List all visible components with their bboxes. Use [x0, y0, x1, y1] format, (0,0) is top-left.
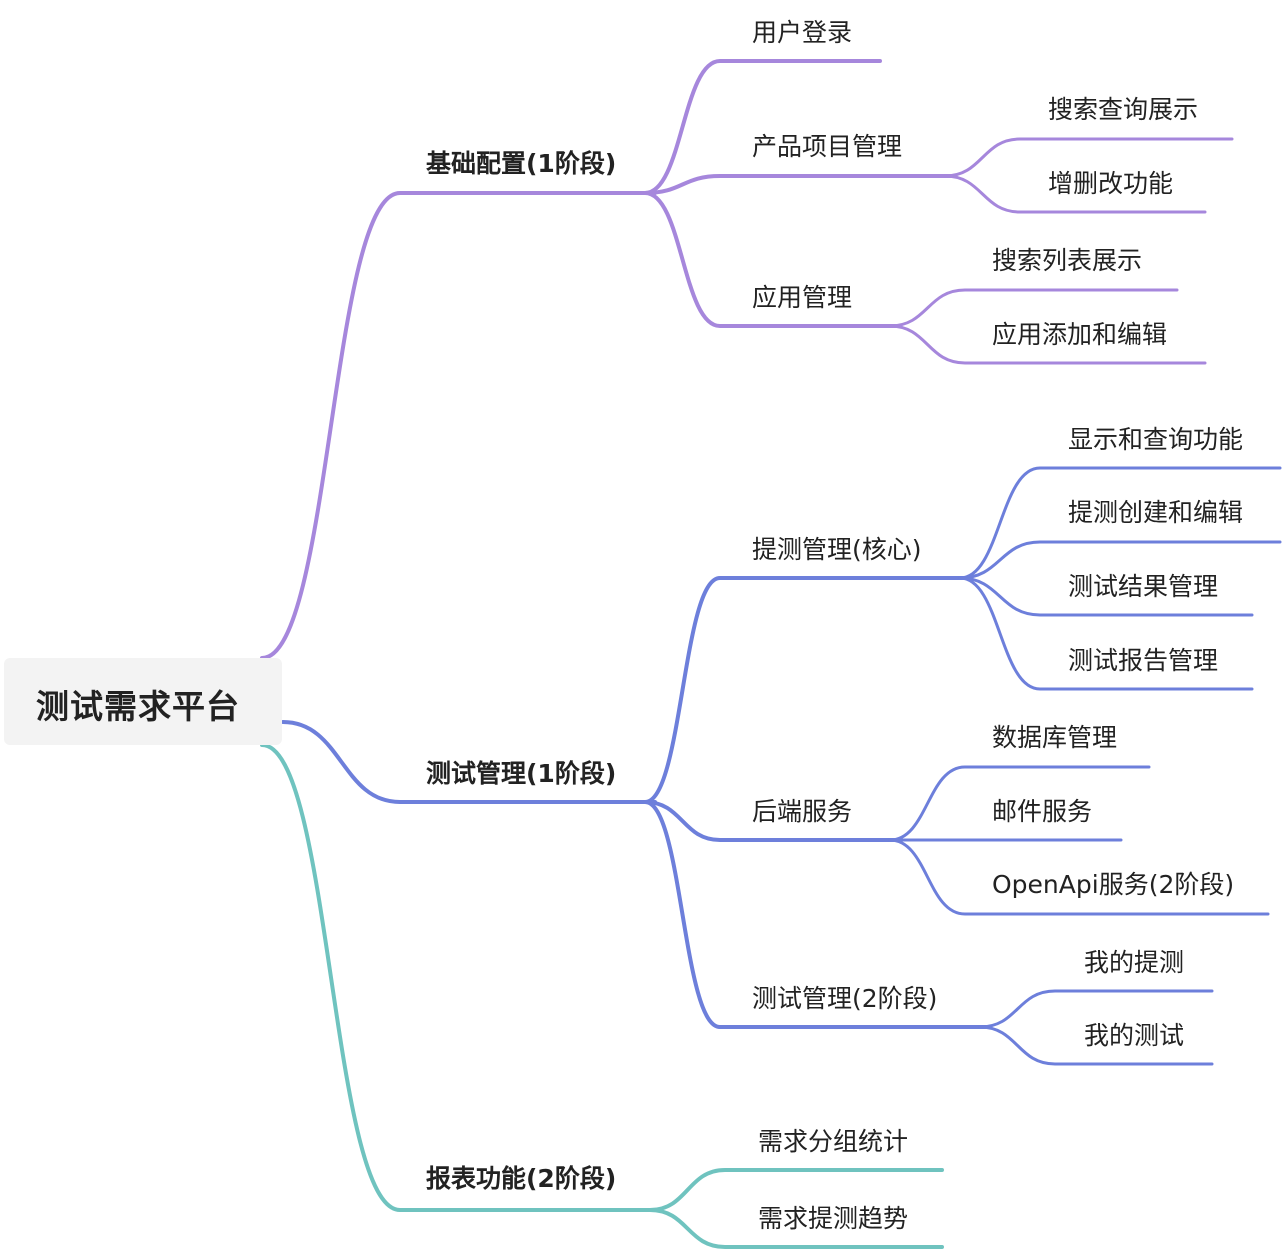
connector-root-test-management [281, 720, 657, 804]
connector-database-management [888, 765, 1151, 842]
root-node[interactable] [4, 658, 282, 745]
connector-test-management-stage2 [643, 800, 992, 1029]
node-requirement-group-stats[interactable]: 需求分组统计 [758, 1127, 909, 1156]
branch-reporting[interactable]: 报表功能(2阶段) [426, 1164, 617, 1193]
node-product-project-management[interactable]: 产品项目管理 [752, 132, 903, 161]
connector-test-result-management [958, 576, 1254, 617]
connector-my-tests [978, 1025, 1214, 1066]
connector-submission-create-edit [958, 540, 1282, 580]
connector-backend-services [643, 800, 902, 842]
connector-submission-management [643, 576, 972, 804]
node-test-result-management[interactable]: 测试结果管理 [1068, 572, 1219, 601]
node-requirement-submission-trend[interactable]: 需求提测趋势 [758, 1204, 909, 1233]
branch-test-management[interactable]: 测试管理(1阶段) [426, 759, 617, 788]
node-submission-create-edit[interactable]: 提测创建和编辑 [1068, 498, 1244, 527]
node-mail-service[interactable]: 邮件服务 [992, 797, 1093, 826]
node-database-management[interactable]: 数据库管理 [992, 723, 1118, 752]
node-app-management[interactable]: 应用管理 [752, 283, 853, 312]
node-display-query-functions[interactable]: 显示和查询功能 [1068, 425, 1244, 454]
connector-requirement-submission-trend [648, 1208, 944, 1249]
connector-root-basic-config [260, 191, 657, 660]
node-user-login[interactable]: 用户登录 [752, 18, 853, 47]
connector-search-list-display [888, 288, 1179, 328]
node-search-query-display[interactable]: 搜索查询展示 [1048, 95, 1199, 124]
node-crud-functions[interactable]: 增删改功能 [1048, 169, 1174, 198]
connector-app-add-edit [888, 324, 1207, 365]
node-openapi-service[interactable]: OpenApi服务(2阶段) [992, 870, 1235, 899]
connector-search-query-display [943, 137, 1234, 178]
node-search-list-display[interactable]: 搜索列表展示 [992, 246, 1143, 275]
connector-root-reporting [260, 743, 662, 1212]
root-node-label: 测试需求平台 [36, 687, 240, 726]
node-submission-management[interactable]: 提测管理(核心) [752, 535, 922, 564]
connector-my-submissions [978, 989, 1214, 1029]
node-test-report-management[interactable]: 测试报告管理 [1068, 646, 1219, 675]
connector-app-management [643, 191, 902, 328]
connector-test-report-management [958, 576, 1254, 691]
node-test-management-stage2[interactable]: 测试管理(2阶段) [752, 984, 938, 1013]
connector-product-project-management [643, 174, 957, 195]
connector-requirement-group-stats [648, 1168, 944, 1212]
node-my-tests[interactable]: 我的测试 [1084, 1021, 1185, 1050]
connector-user-login [643, 59, 882, 195]
node-my-submissions[interactable]: 我的提测 [1084, 948, 1185, 977]
branch-basic-config[interactable]: 基础配置(1阶段) [426, 149, 617, 178]
node-app-add-edit[interactable]: 应用添加和编辑 [992, 320, 1168, 349]
connector-display-query-functions [958, 466, 1282, 580]
connector-crud-functions [943, 174, 1207, 214]
node-backend-services[interactable]: 后端服务 [752, 797, 853, 826]
connector-openapi-service [888, 838, 1270, 916]
